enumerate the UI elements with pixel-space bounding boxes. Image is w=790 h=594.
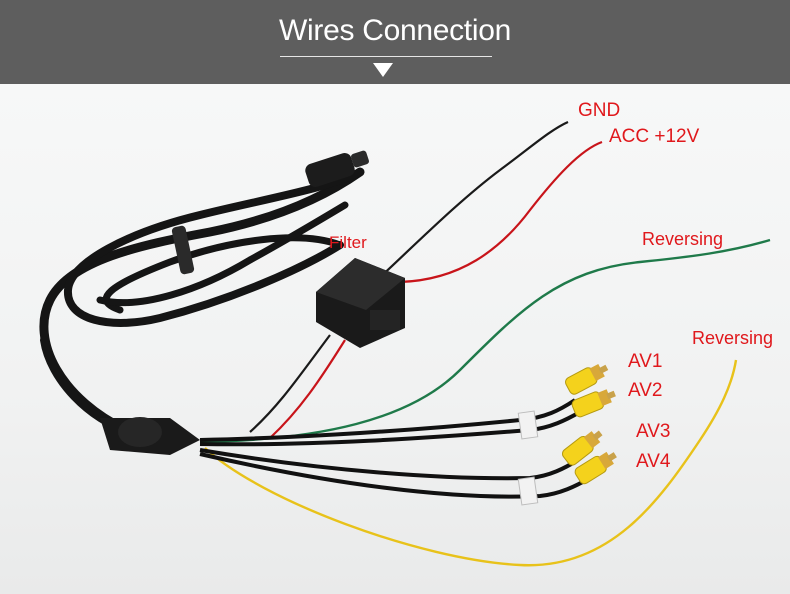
rca-plug-icon	[561, 430, 603, 466]
label-filter: Filter	[329, 233, 367, 252]
main-cable	[39, 167, 365, 437]
cable-av3	[199, 448, 580, 481]
photo-background	[0, 84, 790, 594]
label-reversing-yellow: Reversing	[692, 328, 774, 348]
header-bar: Wires Connection	[0, 0, 790, 84]
aviation-connector-icon	[305, 150, 369, 188]
label-gnd: GND	[578, 100, 621, 121]
wire-gnd	[374, 120, 569, 283]
cable-av1	[199, 398, 577, 442]
label-reversing-green: Reversing	[642, 229, 724, 249]
cable-tie	[171, 225, 195, 275]
rca-plug-icon	[565, 363, 609, 395]
cable-av4	[199, 452, 591, 499]
wire-filter-black	[249, 334, 331, 433]
rca-plug-icon	[571, 389, 616, 418]
wire-filter-red	[269, 339, 346, 439]
down-triangle-icon	[373, 63, 393, 77]
wire-reversing-yellow	[204, 359, 738, 567]
cable-tag	[517, 476, 539, 506]
label-av3: AV3	[636, 421, 671, 442]
junction-block	[100, 417, 200, 455]
wire-reversing-green	[199, 238, 771, 444]
label-av1: AV1	[628, 351, 663, 372]
label-av2: AV2	[628, 380, 663, 401]
label-av4: AV4	[636, 451, 671, 472]
page-title: Wires Connection	[279, 14, 511, 47]
cable-tag	[517, 410, 539, 440]
label-acc: ACC +12V	[609, 126, 700, 147]
rca-plug-icon	[574, 451, 617, 485]
filter-box-icon	[316, 258, 405, 348]
cable-av2	[199, 410, 581, 447]
wire-acc	[399, 140, 603, 284]
title-underline	[280, 56, 492, 57]
